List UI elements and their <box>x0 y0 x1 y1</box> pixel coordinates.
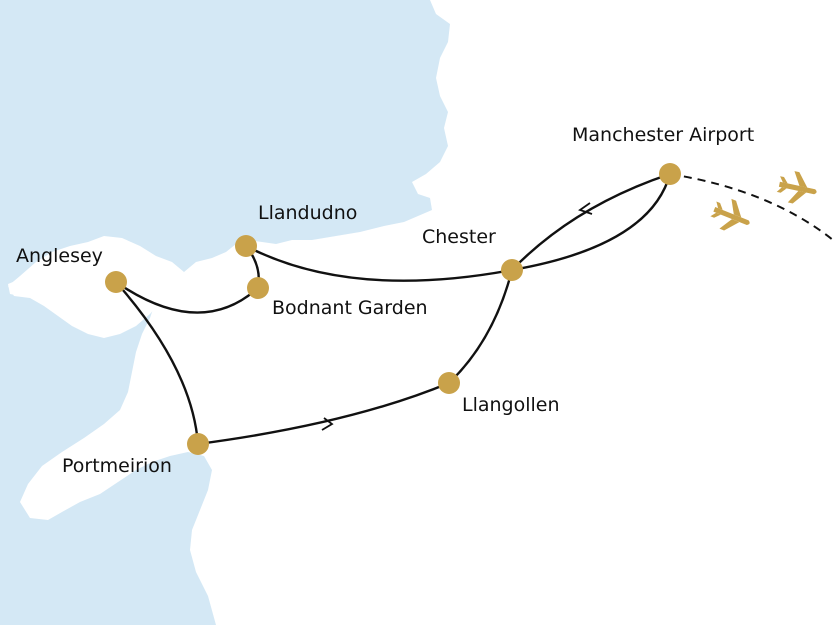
stop-marker-llangollen[interactable] <box>438 372 460 394</box>
stop-marker-bodnant[interactable] <box>247 277 269 299</box>
airplane-icon <box>776 171 817 204</box>
flight-path <box>669 173 833 241</box>
label-anglesey: Anglesey <box>16 245 103 267</box>
islet <box>8 280 26 296</box>
direction-arrow-icon <box>321 417 334 431</box>
route-bodnant-anglesey <box>115 281 259 314</box>
route-chester-llandudno <box>245 244 513 282</box>
route-anglesey-portmeirion <box>115 281 200 445</box>
stop-marker-manchester[interactable] <box>659 163 681 185</box>
stop-marker-chester[interactable] <box>501 259 523 281</box>
stop-marker-portmeirion[interactable] <box>187 433 209 455</box>
estuary-bank <box>438 172 548 232</box>
mainland <box>20 0 833 625</box>
label-bodnant: Bodnant Garden <box>272 297 428 319</box>
label-chester: Chester <box>422 226 496 248</box>
airplane-icon <box>710 198 750 231</box>
stop-markers <box>105 163 681 455</box>
stop-marker-llandudno[interactable] <box>235 235 257 257</box>
route-portmeirion-llangollen <box>197 381 450 446</box>
route-llangollen-chester <box>448 269 514 384</box>
label-portmeirion: Portmeirion <box>62 455 172 477</box>
label-manchester: Manchester Airport <box>572 124 754 146</box>
direction-arrow-icon <box>578 202 593 215</box>
route-manchester-chester-upper <box>511 172 671 271</box>
route-chester-manchester-lower <box>511 173 672 272</box>
label-llandudno: Llandudno <box>258 202 357 224</box>
stop-marker-anglesey[interactable] <box>105 271 127 293</box>
label-llangollen: Llangollen <box>462 394 560 416</box>
